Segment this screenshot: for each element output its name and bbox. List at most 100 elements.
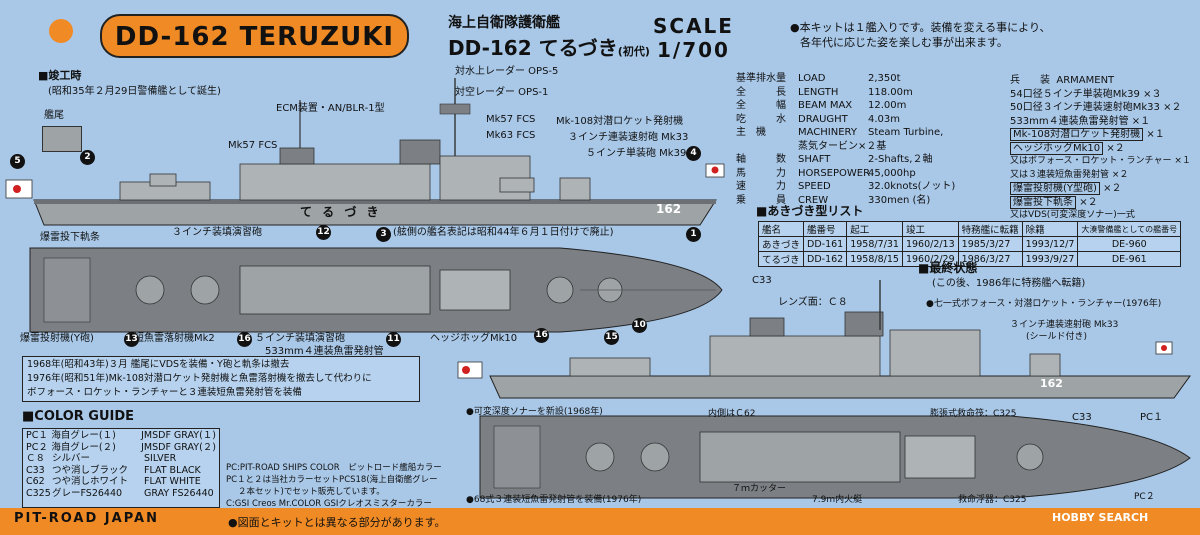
final-heading: ■最終状態: [918, 261, 978, 275]
radar-ops1: [439, 103, 471, 115]
armament-item: 又はボフォース・ロケット・ランチャー ×１: [1010, 156, 1191, 166]
bow-flag-sun: [711, 166, 719, 174]
mid-deckhouse: [239, 265, 431, 315]
fwd-funnel-final: [844, 311, 884, 337]
label-c33b: C33: [1072, 412, 1092, 423]
label-533-tube: 533mm４連装魚雷発射管: [265, 346, 384, 357]
callout-13: 13: [124, 332, 139, 347]
bridge-top-final: [904, 435, 976, 479]
callout-2: 2: [80, 150, 95, 165]
callout-15: 15: [604, 330, 619, 345]
hull-final: [489, 375, 1191, 399]
footer-note: ●図面とキットとは異なる部分があります。: [228, 516, 446, 529]
page-title: DD-162 TERUZUKI: [114, 22, 395, 52]
jp-ship-name: DD-162 てるづき(初代): [448, 36, 650, 60]
label-bofors: ●七一式ボフォース・対潜ロケット・ランチャー(1976年): [926, 299, 1162, 309]
fwd-gun-5in: [559, 177, 591, 201]
callout-5: 5: [10, 154, 25, 169]
label-mk39: ５インチ単装砲 Mk39: [586, 148, 687, 159]
aft-funnel-final: [749, 317, 785, 337]
deck-edge: [34, 200, 716, 204]
label-mk33-shield: ３インチ連装速射砲 Mk33: [1010, 320, 1119, 330]
label-boat: 7.9m内火艇: [812, 495, 863, 505]
label-lens: レンズ面：Ｃ８: [778, 297, 848, 308]
callout-3: 3: [376, 227, 391, 242]
label-vds: ●可変深度ソナーを新設(1968年): [466, 407, 603, 417]
label-tube68: ●68式３連装短魚雷発射管を装備(1976年): [466, 495, 642, 505]
modification-note: 1968年(昭和43年)３月 艦尾にVDSを装備・Y砲と軌条は撤去 1976年(…: [22, 356, 420, 402]
aft-turret-2: [190, 275, 220, 305]
label-c62: 内側はＣ62: [708, 409, 756, 419]
stern-deck: [43, 257, 91, 323]
callout-4: 4: [686, 146, 701, 161]
armament-item: Mk-108対潜ロケット発射機 ×１: [1010, 128, 1191, 142]
aft-gun-5in: [149, 173, 177, 187]
armament-item: 又はVDS(可変深度ソナー)一式: [1010, 210, 1135, 220]
label-5in-practice: ５インチ装填演習砲: [255, 333, 345, 344]
aft-funnel: [279, 147, 315, 165]
mk33-gun: [499, 177, 535, 193]
label-mk63: Mk63 FCS: [486, 130, 536, 141]
mid-superstructure: [239, 163, 431, 201]
label-raft: 膨張式救命筏：C325: [930, 409, 1017, 419]
armament-list: 兵 装 ARMAMENT 54口径５インチ単装砲Mk39 ×３ 50口径３インチ…: [1010, 74, 1191, 223]
watermark: HOBBY SEARCH: [1052, 511, 1149, 524]
label-mk33-shield-sub: (シールド付き): [1026, 332, 1088, 342]
fwd-turret-final: [1016, 443, 1044, 471]
armament-item: 又は３連装短魚雷発射管 ×２: [1010, 169, 1129, 180]
aft-turret-final: [585, 442, 615, 472]
armament-item: 50口径３インチ連装速射砲Mk33 ×２: [1010, 102, 1182, 113]
final-views: [457, 280, 1191, 499]
label-3in-practice: ３インチ装填演習砲: [172, 227, 262, 238]
label-mk57: Mk57 FCS: [228, 140, 278, 151]
list-heading: ■あきづき型リスト: [756, 204, 864, 218]
aft-turret2-final: [640, 442, 670, 472]
jp-subtitle: 海上自衛隊護衛艦: [448, 15, 560, 31]
callout-12: 12: [316, 225, 331, 240]
orange-dot-icon: [49, 19, 73, 43]
label-depth-rail: 爆雷投下軌条: [40, 232, 100, 243]
label-mk108: Mk-108対潜ロケット発射機: [556, 116, 684, 127]
aft-turret-1: [135, 275, 165, 305]
armament-item: 爆雷投下軌条 ×２: [1010, 195, 1191, 210]
label-pc1: PC１: [1140, 412, 1164, 423]
callout-16b: 16: [534, 328, 549, 343]
table-header-row: 艦名艦番号起工竣工特務艦に転籍除籍大湊警備艦としての艦番号: [757, 221, 1182, 237]
callout-16a: 16: [237, 332, 252, 347]
hull-name: て る づ き: [300, 205, 382, 219]
label-mk57b: Mk57 FCS: [486, 114, 536, 125]
label-depth-launcher: 爆雷投射機(Y砲): [20, 333, 94, 344]
label-ecm: ECM装置・AN/BLR-1型: [276, 103, 385, 114]
spec-row: 蒸気タービン×２基: [798, 140, 887, 152]
armament-item: ヘッジホッグMk10 ×２: [1010, 141, 1191, 156]
hull-footnote: (舷側の艦名表記は昭和44年６月１日付けで廃止): [393, 227, 614, 238]
kit-note: ●本キットは１艦入りです。装備を変える事により、各年代に応じた姿を楽しむ事が出来…: [790, 21, 1051, 49]
label-cutter: ７ｍカッター: [732, 484, 787, 494]
label-pc2: PC２: [1134, 492, 1155, 502]
fwd-gun-final: [1029, 353, 1061, 377]
mid-house-final: [709, 335, 881, 377]
side-profile-commission: [5, 78, 725, 226]
label-ops5: 対水上レーダー OPS-5: [455, 66, 559, 77]
armament-heading: 兵 装 ARMAMENT: [1010, 75, 1115, 86]
color-guide-heading: ■COLOR GUIDE: [22, 409, 135, 424]
label-c33: C33: [752, 275, 772, 286]
final-sub: (この後、1986年に特務艦へ転籍): [932, 278, 1086, 289]
